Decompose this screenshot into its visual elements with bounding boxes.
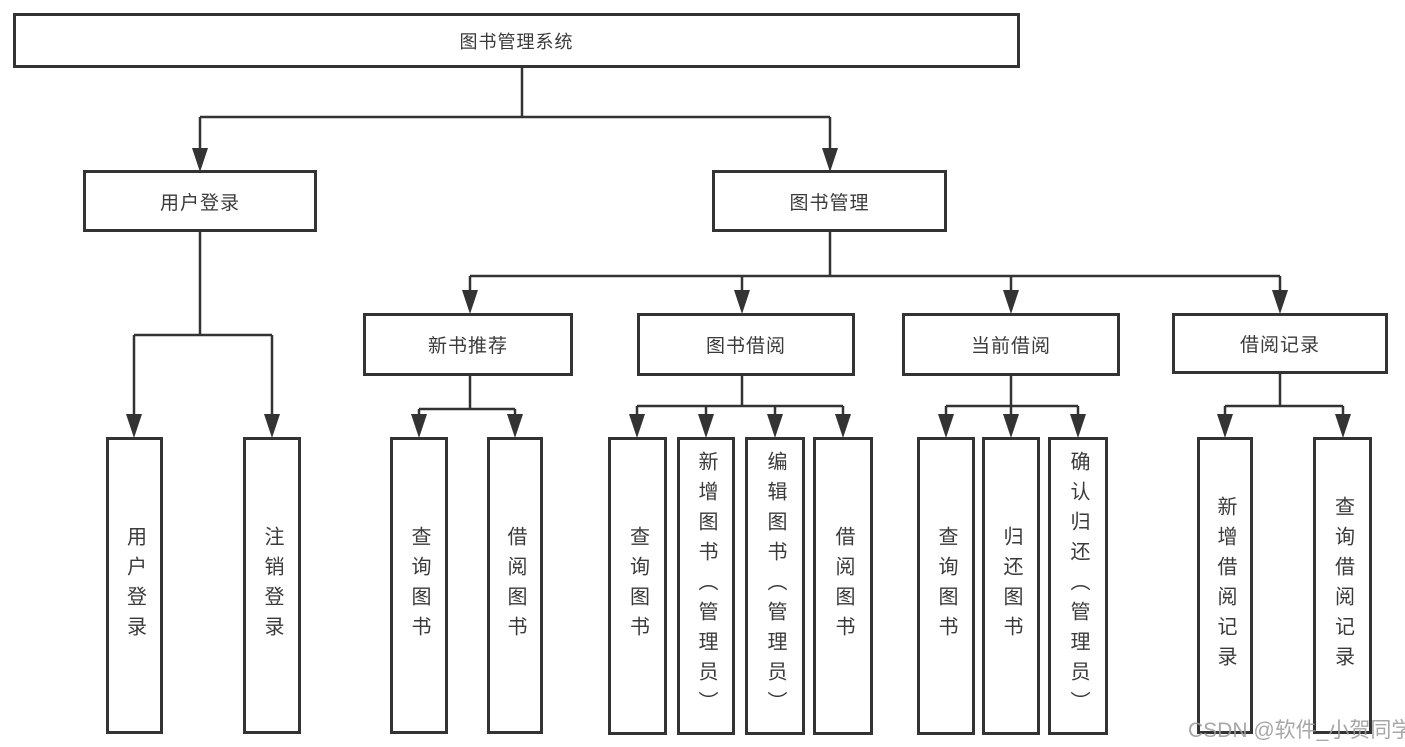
- leaf-cb-query-books: 查询图书: [917, 437, 975, 735]
- leaf-logout: 注销登录: [243, 437, 301, 734]
- node-label: 新书推荐: [427, 336, 508, 357]
- node-book-borrow: 图书借阅: [637, 313, 855, 376]
- leaf-label: 借阅图书: [504, 525, 526, 646]
- node-current-borrow: 当前借阅: [902, 313, 1120, 376]
- node-borrow-records: 借阅记录: [1172, 313, 1388, 374]
- leaf-label: 查询图书: [408, 525, 430, 646]
- node-book-management: 图书管理: [712, 170, 947, 232]
- leaf-bb-query-books: 查询图书: [608, 437, 667, 735]
- node-label: 当前借阅: [970, 336, 1051, 357]
- leaf-label: 用户登录: [123, 525, 146, 646]
- leaf-bb-edit-books-admin: 编辑图书（管理员）: [745, 437, 805, 735]
- arrowheads: [126, 148, 1351, 438]
- node-label: 图书管理: [789, 192, 870, 214]
- node-user-login: 用户登录: [83, 170, 317, 232]
- leaf-nbr-query-books: 查询图书: [390, 437, 448, 734]
- leaf-label: 归还图书: [1000, 526, 1022, 646]
- node-label: 用户登录: [159, 192, 240, 214]
- leaf-user-login: 用户登录: [106, 437, 163, 734]
- csdn-watermark: CSDN @软件_小贺同学: [1188, 719, 1405, 742]
- leaf-label: 查询图书: [935, 526, 957, 646]
- leaf-label: 新增借阅记录: [1214, 495, 1236, 676]
- leaf-label: 注销登录: [261, 525, 283, 646]
- leaf-cb-return-books: 归还图书: [982, 437, 1040, 735]
- node-new-book-recommend: 新书推荐: [363, 313, 573, 376]
- node-label: 图书借阅: [705, 336, 786, 357]
- node-book-management-system: 图书管理系统: [13, 13, 1020, 68]
- leaf-br-query-borrow-record: 查询借阅记录: [1313, 437, 1372, 734]
- leaf-bb-add-books-admin: 新增图书（管理员）: [677, 437, 735, 735]
- leaf-label: 编辑图书（管理员）: [764, 451, 786, 721]
- leaf-label: 确认归还（管理员）: [1067, 451, 1089, 721]
- leaf-cb-confirm-return-admin: 确认归还（管理员）: [1048, 437, 1108, 735]
- leaf-label: 新增图书（管理员）: [695, 451, 717, 721]
- node-label: 图书管理系统: [459, 31, 574, 52]
- leaf-bb-borrow-books: 借阅图书: [813, 437, 873, 735]
- leaf-label: 借阅图书: [832, 526, 854, 646]
- node-label: 借阅记录: [1239, 335, 1320, 356]
- leaf-label: 查询图书: [626, 526, 649, 646]
- leaf-nbr-borrow-books: 借阅图书: [487, 437, 543, 734]
- leaf-br-add-borrow-record: 新增借阅记录: [1197, 437, 1253, 734]
- leaf-label: 查询借阅记录: [1331, 495, 1354, 676]
